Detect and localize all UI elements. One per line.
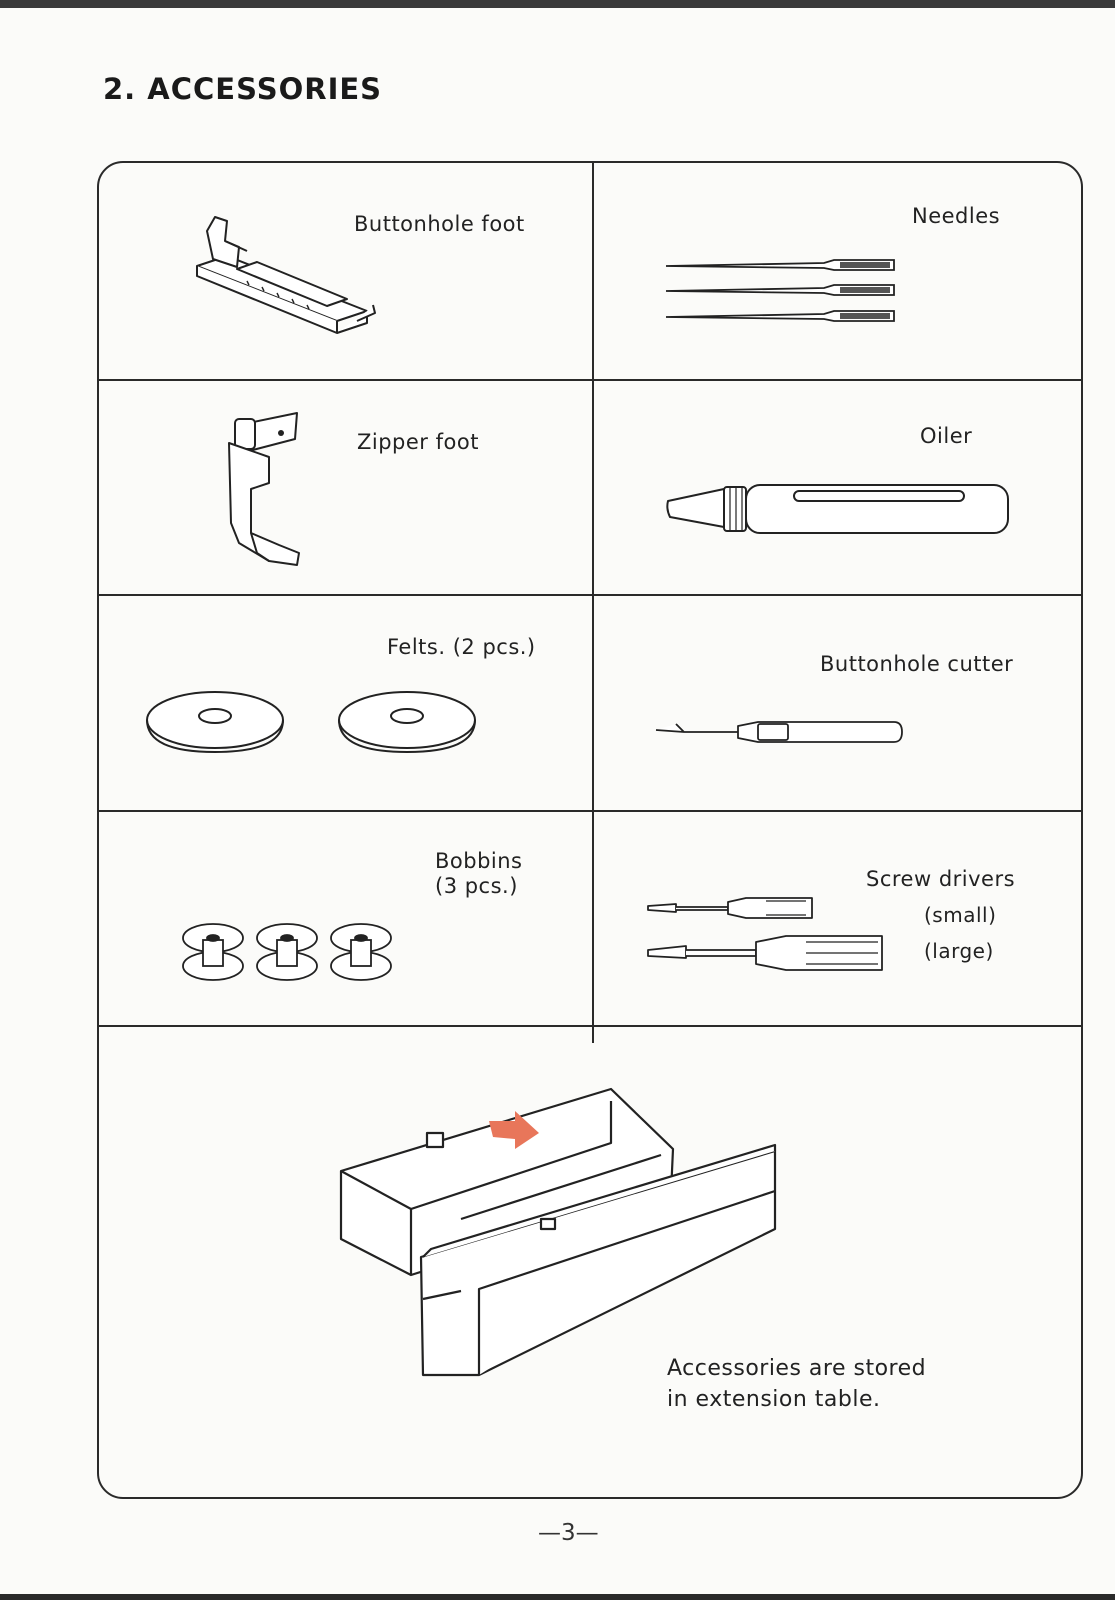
page-title: 2. ACCESSORIES — [103, 72, 383, 106]
storage-note: Accessories are stored in extension tabl… — [667, 1353, 926, 1415]
cell-needles: Needles — [594, 163, 1081, 379]
arrow-icon — [489, 1111, 539, 1149]
buttonhole-cutter-icon — [655, 721, 903, 743]
bobbins-label: Bobbins — [435, 849, 523, 873]
cell-zipper-foot: Zipper foot — [99, 381, 592, 594]
page-top-edge — [0, 0, 1115, 8]
oiler-label: Oiler — [920, 424, 973, 448]
cell-felts: Felts. (2 pcs.) — [99, 596, 592, 810]
buttonhole-foot-icon — [196, 216, 376, 334]
zipper-foot-label: Zipper foot — [357, 430, 479, 454]
screw-driver-large-label: (large) — [924, 939, 994, 963]
grid-divider-row-4 — [99, 1025, 1081, 1027]
extension-table-icon — [339, 1087, 777, 1377]
accessories-grid: Buttonhole foot Needles — [97, 161, 1083, 1499]
grid-divider-row-2 — [99, 594, 1081, 596]
felt-icon — [146, 691, 476, 754]
cell-buttonhole-cutter: Buttonhole cutter — [594, 596, 1081, 810]
grid-divider-row-1 — [99, 379, 1081, 381]
grid-divider-row-3 — [99, 810, 1081, 812]
screw-drivers-label: Screw drivers — [866, 867, 1016, 891]
felts-label: Felts. (2 pcs.) — [387, 635, 536, 659]
bobbins-sublabel: (3 pcs.) — [435, 874, 518, 898]
page-bottom-edge — [0, 1594, 1115, 1600]
storage-note-line-1: Accessories are stored — [667, 1356, 927, 1381]
cell-extension-table: Accessories are stored in extension tabl… — [99, 1027, 1081, 1497]
grid-divider-vertical — [592, 163, 594, 1043]
buttonhole-foot-label: Buttonhole foot — [354, 212, 525, 236]
page-number: —3— — [538, 1520, 599, 1546]
screwdriver-icon — [647, 897, 883, 971]
cell-bobbins: Bobbins (3 pcs.) — [99, 812, 592, 1025]
cell-screw-drivers: Screw drivers (small) (large) — [594, 812, 1081, 1025]
zipper-foot-icon — [228, 412, 300, 566]
screw-driver-small-label: (small) — [924, 903, 997, 927]
cell-oiler: Oiler — [594, 381, 1081, 594]
cell-buttonhole-foot: Buttonhole foot — [99, 163, 592, 379]
bobbin-icon — [182, 923, 392, 981]
needles-icon — [665, 259, 895, 322]
needles-label: Needles — [912, 204, 1001, 228]
buttonhole-cutter-label: Buttonhole cutter — [820, 652, 1014, 676]
storage-note-line-2: in extension table. — [667, 1387, 881, 1412]
oiler-icon — [666, 484, 1009, 534]
